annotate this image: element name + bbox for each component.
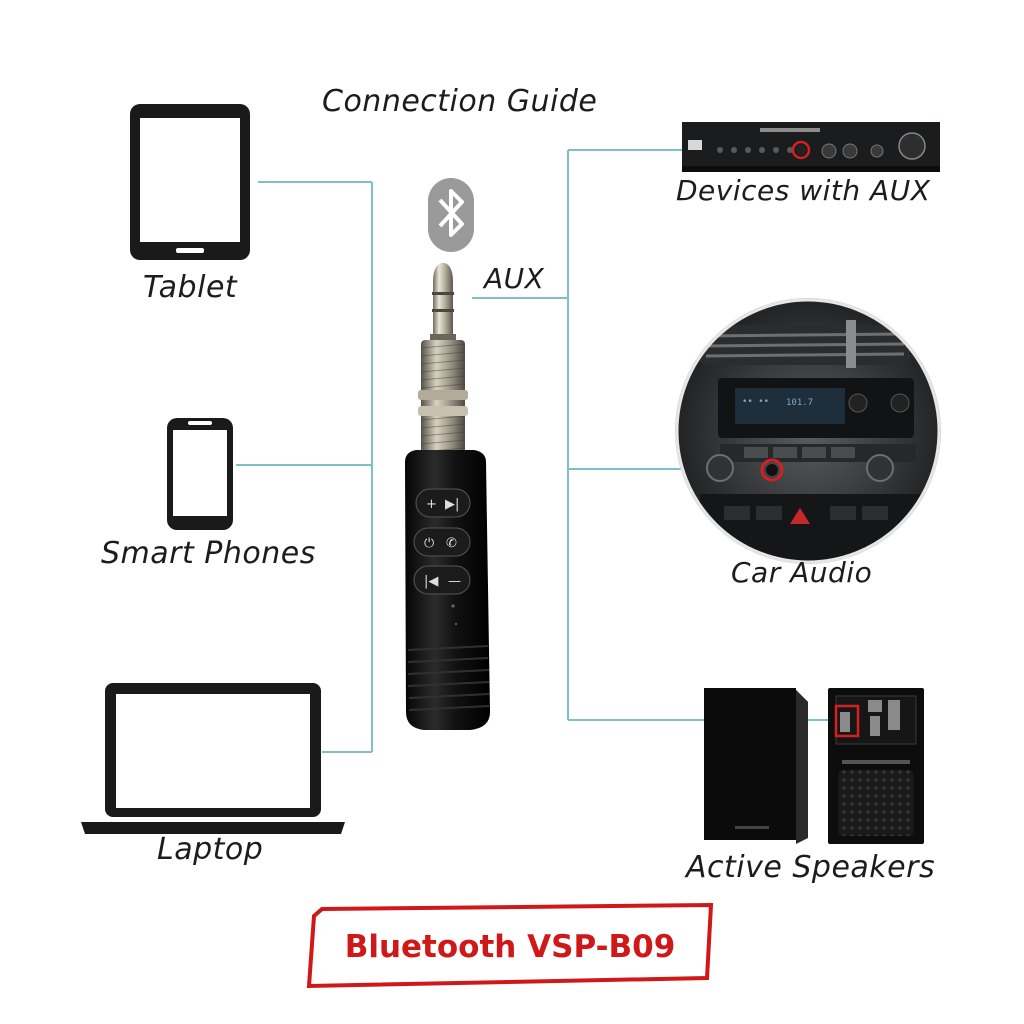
laptop-label: Laptop xyxy=(157,832,264,867)
car-dashboard-icon: 101.7 •• •• xyxy=(675,298,941,564)
page-title: Connection Guide xyxy=(322,84,598,119)
smartphone-label: Smart Phones xyxy=(101,536,316,571)
connector-lines xyxy=(236,149,838,753)
brand-model-label: Bluetooth VSP-B09 xyxy=(344,929,676,965)
tablet-label: Tablet xyxy=(143,270,238,305)
brand-box: Bluetooth VSP-B09 xyxy=(307,906,713,988)
svg-text:—: — xyxy=(448,574,461,589)
svg-text:|◀: |◀ xyxy=(424,574,438,589)
svg-text:•• ••: •• •• xyxy=(742,397,769,407)
svg-text:✆: ✆ xyxy=(446,536,457,551)
svg-text:+: + xyxy=(426,497,437,512)
brand-box-border xyxy=(306,902,714,989)
smartphone-icon xyxy=(167,418,233,530)
amplifier-icon xyxy=(682,122,940,172)
bluetooth-receiver: + ▶| ⏻ ✆ |◀ — xyxy=(405,263,490,730)
svg-text:⏻: ⏻ xyxy=(424,536,434,551)
speakers-icon xyxy=(704,688,924,844)
devices-with-aux-label: Devices with AUX xyxy=(676,174,931,207)
car-audio-label: Car Audio xyxy=(731,556,873,589)
tablet-icon xyxy=(130,104,250,260)
aux-label: AUX xyxy=(484,262,545,295)
svg-text:▶|: ▶| xyxy=(445,497,459,512)
bluetooth-icon xyxy=(428,178,474,252)
laptop-icon xyxy=(81,683,345,834)
active-speakers-label: Active Speakers xyxy=(686,850,936,885)
svg-text:101.7: 101.7 xyxy=(786,398,813,408)
